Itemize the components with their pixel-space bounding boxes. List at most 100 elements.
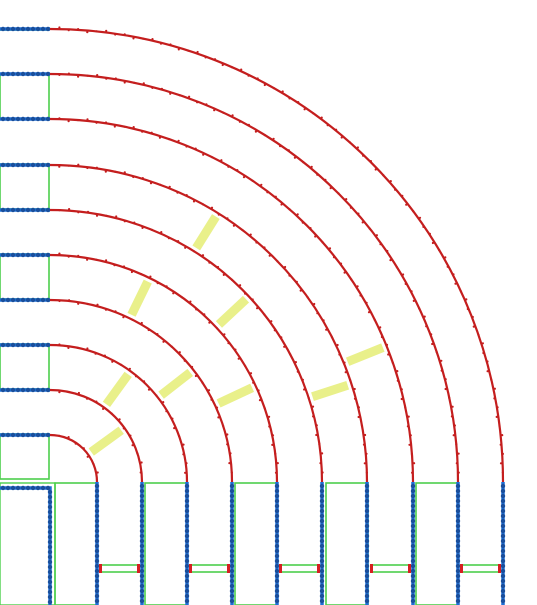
arc-dot bbox=[196, 50, 199, 54]
red-marker bbox=[137, 564, 140, 573]
arc-dot bbox=[76, 346, 79, 349]
blue-lead-bead bbox=[229, 538, 235, 544]
arc-dot bbox=[493, 397, 496, 400]
blue-lead-bead bbox=[319, 503, 325, 509]
blue-lead-bead bbox=[410, 578, 416, 584]
arc-dot bbox=[67, 346, 70, 349]
blue-lead-bead bbox=[47, 549, 53, 555]
blue-lead-bead bbox=[410, 483, 416, 489]
blue-lead-bead bbox=[274, 563, 280, 569]
arc-dot bbox=[288, 274, 291, 277]
blue-lead-bead bbox=[139, 488, 145, 494]
blue-lead-bead bbox=[364, 538, 370, 544]
blue-lead-bead bbox=[274, 558, 280, 564]
blue-lead-bead bbox=[229, 558, 235, 564]
arc-dot bbox=[284, 265, 287, 269]
arc-dot bbox=[215, 327, 219, 330]
blue-lead-bead bbox=[5, 252, 11, 258]
blue-lead-bead bbox=[364, 503, 370, 509]
arc-dot bbox=[58, 26, 61, 29]
blue-lead-bead bbox=[40, 207, 46, 213]
arc-dot bbox=[297, 101, 300, 104]
arc-dot bbox=[486, 370, 489, 373]
blue-lead-bead bbox=[229, 533, 235, 539]
arc-dot bbox=[58, 391, 61, 394]
arc-dot bbox=[169, 92, 172, 95]
arc-dot bbox=[365, 452, 368, 455]
blue-lead-bead bbox=[184, 563, 190, 569]
arc-dot bbox=[176, 191, 179, 194]
blue-lead-bead bbox=[47, 504, 53, 510]
arc-dot bbox=[67, 164, 70, 167]
left-green-box-2 bbox=[0, 163, 50, 210]
blue-lead-bead bbox=[274, 493, 280, 499]
arc-dot bbox=[229, 452, 232, 455]
arc-dot bbox=[288, 97, 291, 100]
arc-dot bbox=[215, 406, 219, 409]
arc-dot bbox=[452, 273, 455, 276]
arc-dot bbox=[294, 361, 297, 364]
blue-lead-bead bbox=[47, 579, 53, 585]
arc-dot bbox=[396, 379, 399, 382]
blue-lead-bead bbox=[500, 573, 506, 579]
blue-lead-bead bbox=[94, 518, 100, 524]
blue-lead-bead bbox=[139, 513, 145, 519]
blue-lead-bead bbox=[410, 523, 416, 529]
arc-dot bbox=[330, 336, 334, 339]
arc-dot bbox=[201, 381, 204, 384]
arc-dot bbox=[391, 361, 394, 364]
arc-dot bbox=[96, 74, 99, 77]
arc-dot bbox=[67, 255, 70, 258]
arc-dot bbox=[255, 241, 258, 244]
arc-dot bbox=[95, 214, 99, 217]
arc-dot bbox=[77, 391, 80, 395]
blue-lead-bead bbox=[47, 574, 53, 580]
blue-lead-bead bbox=[274, 543, 280, 549]
blue-lead-bead bbox=[139, 518, 145, 524]
blue-lead-bead bbox=[184, 588, 190, 594]
blue-lead-bead bbox=[30, 342, 36, 348]
blue-lead-bead bbox=[40, 485, 46, 491]
blue-lead-bead bbox=[20, 485, 26, 491]
arc-dot bbox=[431, 241, 434, 245]
arc-dot bbox=[274, 452, 277, 455]
blue-lead-bead bbox=[139, 558, 145, 564]
arc-dot bbox=[310, 165, 313, 168]
blue-lead-bead bbox=[184, 558, 190, 564]
blue-lead-bead bbox=[94, 493, 100, 499]
blue-lead-bead bbox=[184, 548, 190, 554]
arc-dot bbox=[237, 357, 240, 360]
blue-lead-bead bbox=[0, 71, 6, 77]
arc-dot bbox=[217, 213, 220, 216]
blue-lead-bead bbox=[410, 518, 416, 524]
arc-dot bbox=[123, 33, 126, 36]
blue-lead-bead bbox=[20, 297, 26, 303]
blue-lead-bead bbox=[10, 162, 16, 168]
arc-dot bbox=[141, 177, 144, 180]
arc-dot bbox=[149, 182, 153, 185]
bottom-green-box-3 bbox=[234, 482, 278, 605]
arc-dot bbox=[134, 375, 138, 378]
blue-lead-bead bbox=[500, 523, 506, 529]
arc-dot bbox=[431, 342, 434, 346]
arc-dot bbox=[208, 321, 211, 324]
blue-lead-bead bbox=[229, 578, 235, 584]
arc-dot bbox=[136, 452, 139, 455]
arc-dot bbox=[482, 351, 485, 355]
blue-lead-bead bbox=[47, 514, 53, 520]
blue-lead-bead bbox=[229, 598, 235, 604]
arc-dot bbox=[357, 406, 360, 409]
arc-dot bbox=[103, 354, 106, 357]
bottom-green-bridge-3 bbox=[279, 564, 320, 573]
arc-dot bbox=[128, 367, 131, 370]
arc-dot bbox=[396, 370, 399, 373]
arc-dot bbox=[156, 282, 159, 285]
blue-lead-bead bbox=[94, 503, 100, 509]
arc-dot bbox=[444, 256, 447, 259]
blue-lead-bead bbox=[139, 503, 145, 509]
arc-dot bbox=[274, 195, 277, 198]
arc-dot bbox=[356, 146, 359, 149]
blue-lead-bead bbox=[15, 26, 21, 32]
arc-dot bbox=[111, 360, 114, 363]
blue-lead-bead bbox=[25, 432, 31, 438]
